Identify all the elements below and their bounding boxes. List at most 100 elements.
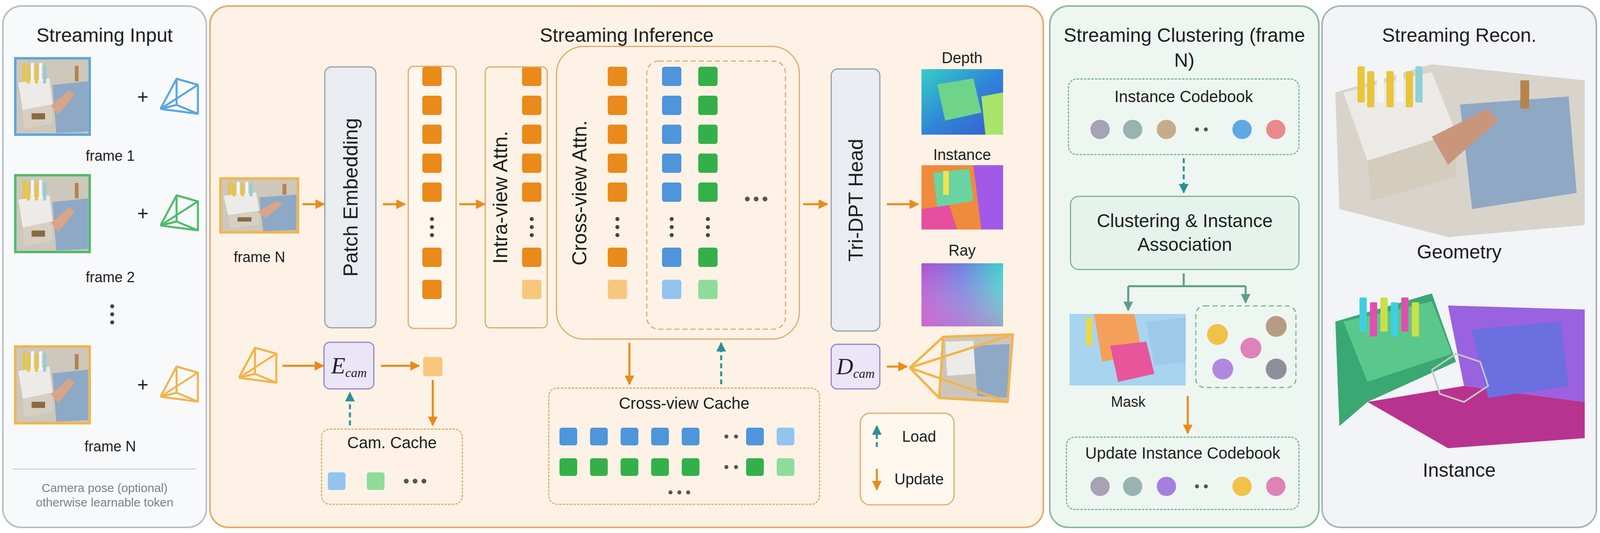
camera-icon: [238, 347, 277, 383]
bottle: [236, 181, 241, 195]
ray-map: [921, 263, 1004, 327]
ellipsis-dot: [529, 225, 534, 230]
side-table-front: [22, 221, 53, 247]
connector-arrow: [628, 343, 631, 385]
token: [607, 153, 628, 173]
ellipsis-dot: [421, 479, 427, 484]
codebook-entry: [1266, 477, 1286, 497]
token: [746, 458, 764, 477]
codebook-entry: [1266, 119, 1286, 140]
codebook-entry: [1090, 477, 1110, 497]
hand: [51, 378, 75, 404]
token-column-box: [408, 66, 457, 329]
recon-floor: [1335, 64, 1585, 238]
token: [522, 124, 542, 144]
ellipsis-dot: [705, 233, 710, 238]
token: [662, 95, 682, 116]
instance-map: [921, 165, 1004, 230]
token: [422, 247, 442, 268]
token: [681, 458, 700, 477]
instance-recon-bottle: [1369, 302, 1378, 337]
instance-recon-bottle: [1390, 302, 1399, 337]
ellipsis-dot: [668, 490, 673, 495]
bottle: [43, 65, 46, 84]
divider-line: [12, 468, 197, 471]
token: [327, 472, 346, 491]
recon-bottle: [1376, 66, 1385, 103]
token: [662, 66, 682, 87]
panel-title: Streaming Clustering (frame N): [1050, 22, 1319, 74]
module-box: Tri-DPT Head: [830, 68, 881, 332]
box-title: Instance Codebook: [1069, 87, 1299, 106]
ellipsis-dot: [744, 196, 750, 202]
camera-ray: [160, 225, 198, 231]
ellipsis-dot: [734, 465, 739, 470]
symbol-label: D: [836, 355, 854, 379]
flow-arrow: [302, 203, 325, 206]
symbol-label: E: [331, 354, 346, 378]
bottle: [34, 65, 38, 84]
flow-arrow: [876, 468, 879, 490]
token: [698, 247, 718, 268]
process-label: Clustering & Instance Association: [1071, 209, 1299, 258]
codebook-entry: [1232, 477, 1252, 497]
codebook-entry: [1122, 119, 1143, 140]
candidate-box: [1195, 306, 1296, 388]
cup: [74, 65, 79, 82]
frame-label: frame 1: [85, 147, 135, 165]
codebook-entry: [1122, 477, 1143, 497]
token: [607, 182, 628, 202]
token: [607, 124, 628, 144]
token: [662, 182, 682, 202]
panel-title: Streaming Input: [3, 22, 206, 48]
token: [607, 247, 628, 268]
drawer: [237, 217, 252, 222]
token: [620, 427, 639, 446]
mask-region: [1110, 341, 1155, 383]
bottle: [43, 353, 46, 373]
instance-recon-bottle: [1380, 297, 1388, 332]
flow-arrow: [886, 366, 907, 369]
scene-photo: [15, 175, 90, 253]
candidate-entry: [1212, 358, 1234, 380]
camera-ray: [238, 378, 277, 383]
instance-region: [921, 205, 958, 230]
camera-ray: [160, 201, 198, 226]
camera-ray: [909, 368, 940, 399]
depth-region: [937, 78, 982, 121]
flow-arrow: [431, 380, 434, 426]
ellipsis-dot: [1203, 484, 1208, 489]
token: [698, 66, 718, 87]
instance-region: [933, 168, 974, 208]
ellipsis-dot: [705, 217, 710, 222]
token: [620, 458, 639, 477]
ellipsis-dot: [110, 320, 115, 325]
token: [698, 279, 718, 300]
ray-map-shade: [921, 263, 1004, 327]
token: [522, 279, 542, 300]
depth-region: [981, 92, 1004, 135]
token: [422, 124, 442, 144]
plus-sign: +: [137, 201, 149, 226]
token: [522, 66, 542, 87]
camera-ray: [238, 353, 277, 379]
ellipsis-dot: [429, 217, 434, 222]
ellipsis-dot: [429, 225, 434, 230]
recon-mat: [1460, 96, 1577, 210]
frame-label: frame N: [84, 438, 136, 456]
bottle: [39, 179, 42, 199]
token: [698, 95, 718, 116]
recon-bottle: [1357, 66, 1365, 103]
bottle: [39, 351, 42, 370]
clustering-panel: Streaming Clustering (frame N) Instance C…: [1048, 5, 1320, 529]
photo-frame: [15, 58, 90, 135]
token: [422, 182, 442, 202]
bottle: [43, 182, 46, 201]
camera-ray: [160, 392, 177, 397]
bottle: [26, 182, 30, 201]
camera-ray: [160, 108, 198, 114]
module-box: Intra-view Attn.: [484, 66, 548, 329]
camera-ray: [909, 334, 1013, 369]
